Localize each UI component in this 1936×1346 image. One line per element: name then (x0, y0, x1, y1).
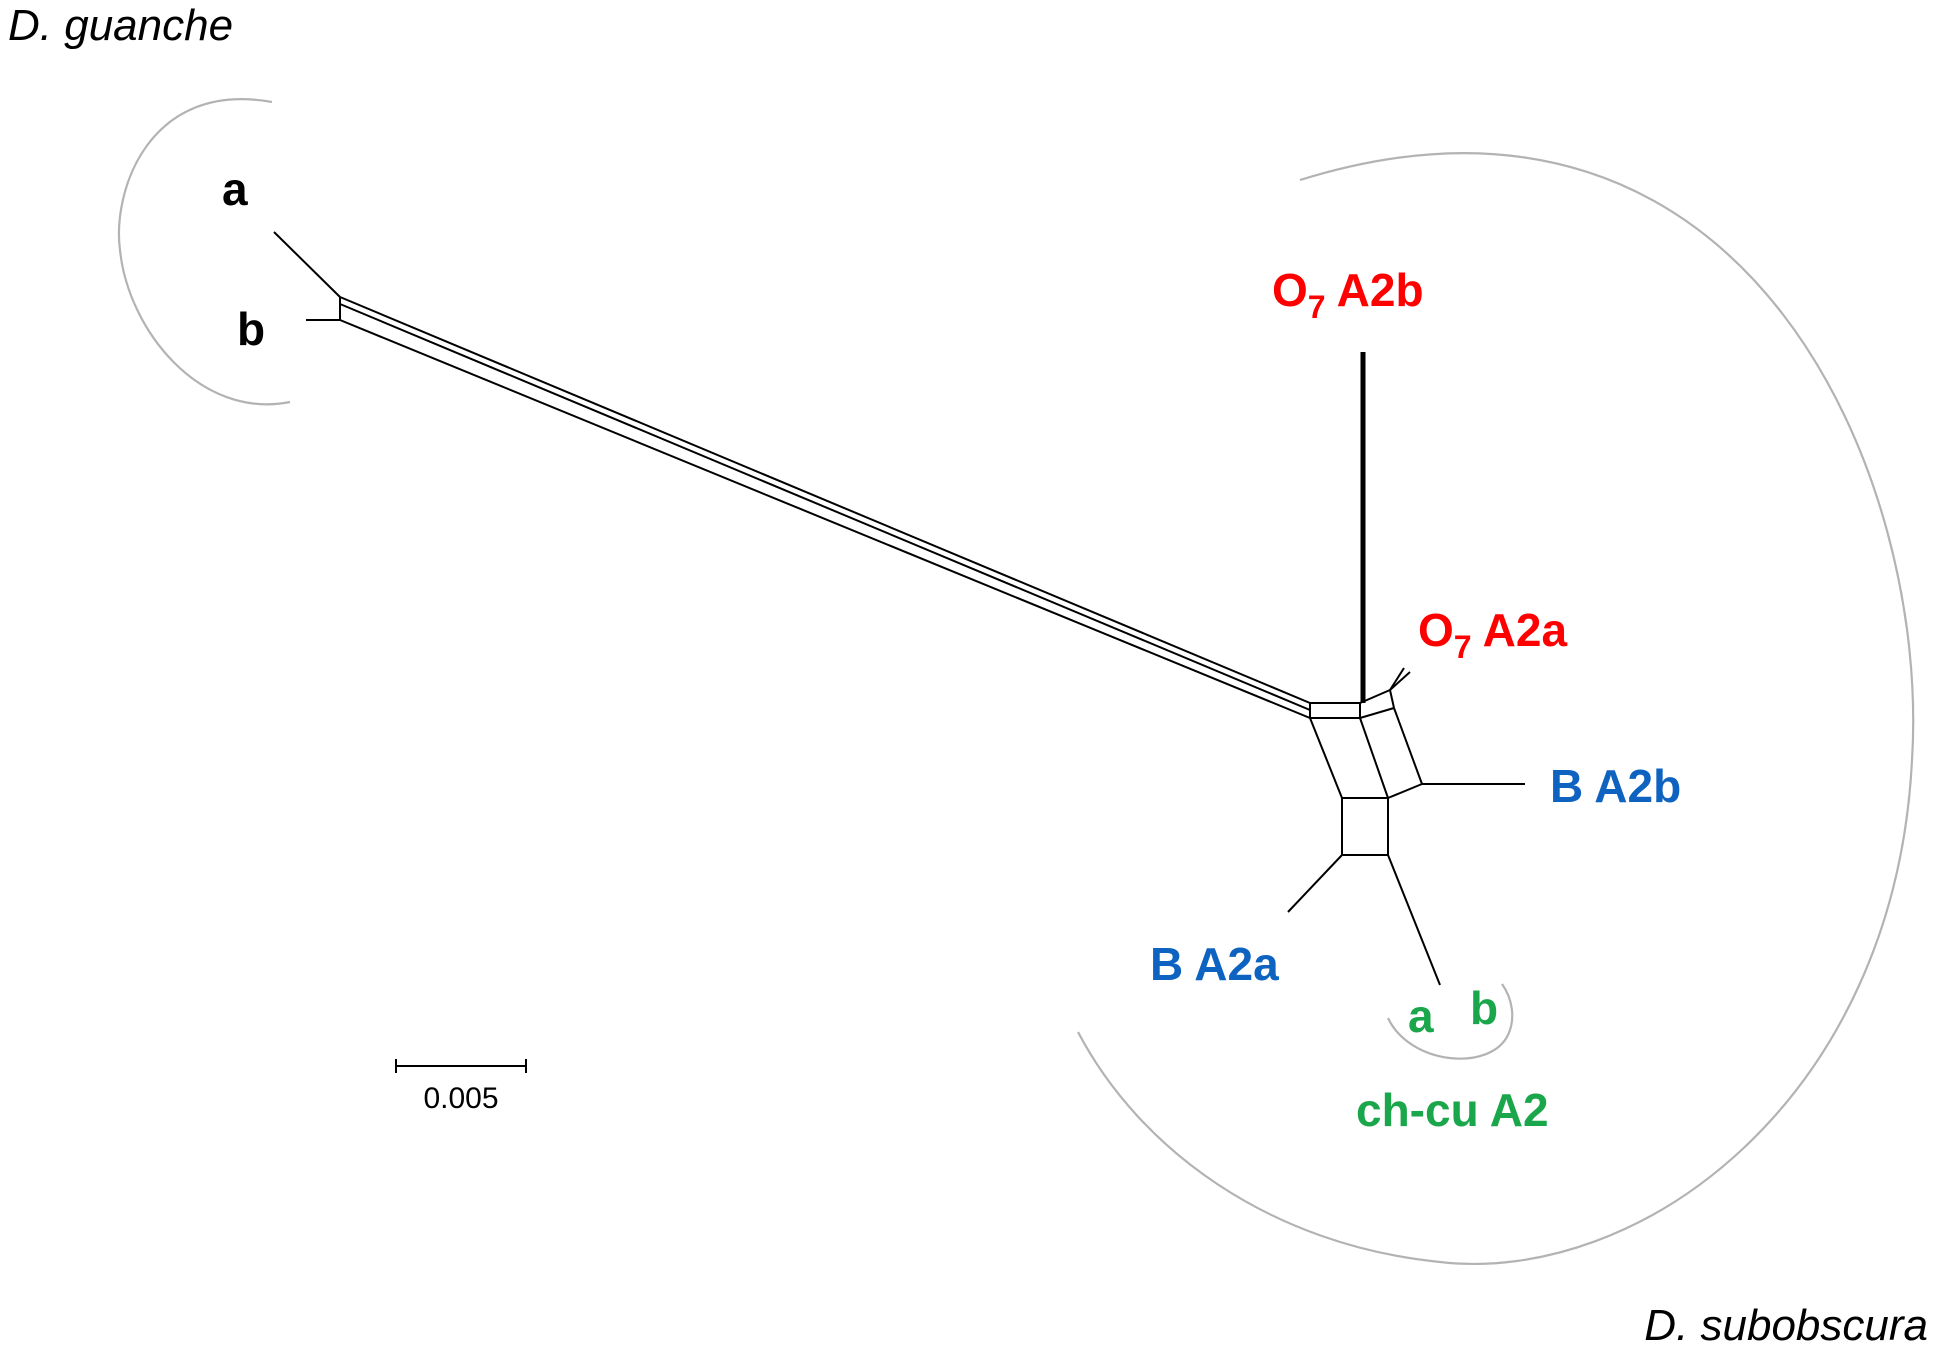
taxon-label-subscript: 7 (1454, 629, 1472, 665)
split-edge (1309, 717, 1343, 799)
group-arc-subobscura (1077, 152, 1915, 1265)
split-edge (1393, 707, 1423, 785)
branch-b-a2a (1287, 854, 1343, 913)
taxon-label-part: A2b (1326, 264, 1424, 316)
split-edge (1389, 689, 1395, 709)
branch-chcu (1387, 854, 1441, 986)
group-label-chcu: ch-cu A2 (1356, 1084, 1549, 1136)
species-label-guanche: D. guanche (8, 1, 233, 50)
taxon-label-part: O (1272, 264, 1308, 316)
split-edge (1387, 783, 1423, 799)
branch-guanche-a (273, 231, 341, 298)
group-arc-chcu (1387, 983, 1514, 1060)
split-edge (1359, 707, 1395, 719)
scale-bar-label: 0.005 (423, 1082, 498, 1115)
long-edge-lower (339, 319, 1311, 719)
taxon-label-chcu-a: a (1408, 990, 1434, 1042)
taxon-label-subscript: 7 (1308, 289, 1326, 325)
taxon-label-guanche-a: a (222, 163, 248, 215)
taxon-label-part: O (1418, 604, 1454, 656)
split-edge (1359, 717, 1389, 799)
group-arc-guanche (117, 98, 291, 406)
taxon-label-o7-a2b: O7 A2b (1272, 264, 1424, 325)
taxon-label-b-a2a: B A2a (1150, 938, 1279, 990)
split-edge (1389, 667, 1405, 691)
taxon-label-guanche-b: b (237, 303, 265, 355)
long-edge-middle (339, 303, 1311, 711)
scale-bar: 0.005 (395, 1059, 527, 1115)
branch-o7-a2a (1389, 671, 1411, 691)
taxon-label-chcu-b: b (1470, 982, 1498, 1034)
taxon-label-b-a2b: B A2b (1550, 760, 1681, 812)
taxon-label-part: A2a (1472, 604, 1568, 656)
species-label-subobscura: D. subobscura (1644, 1301, 1928, 1346)
taxon-label-o7-a2a: O7 A2a (1418, 604, 1567, 665)
long-edge-upper (339, 296, 1311, 704)
